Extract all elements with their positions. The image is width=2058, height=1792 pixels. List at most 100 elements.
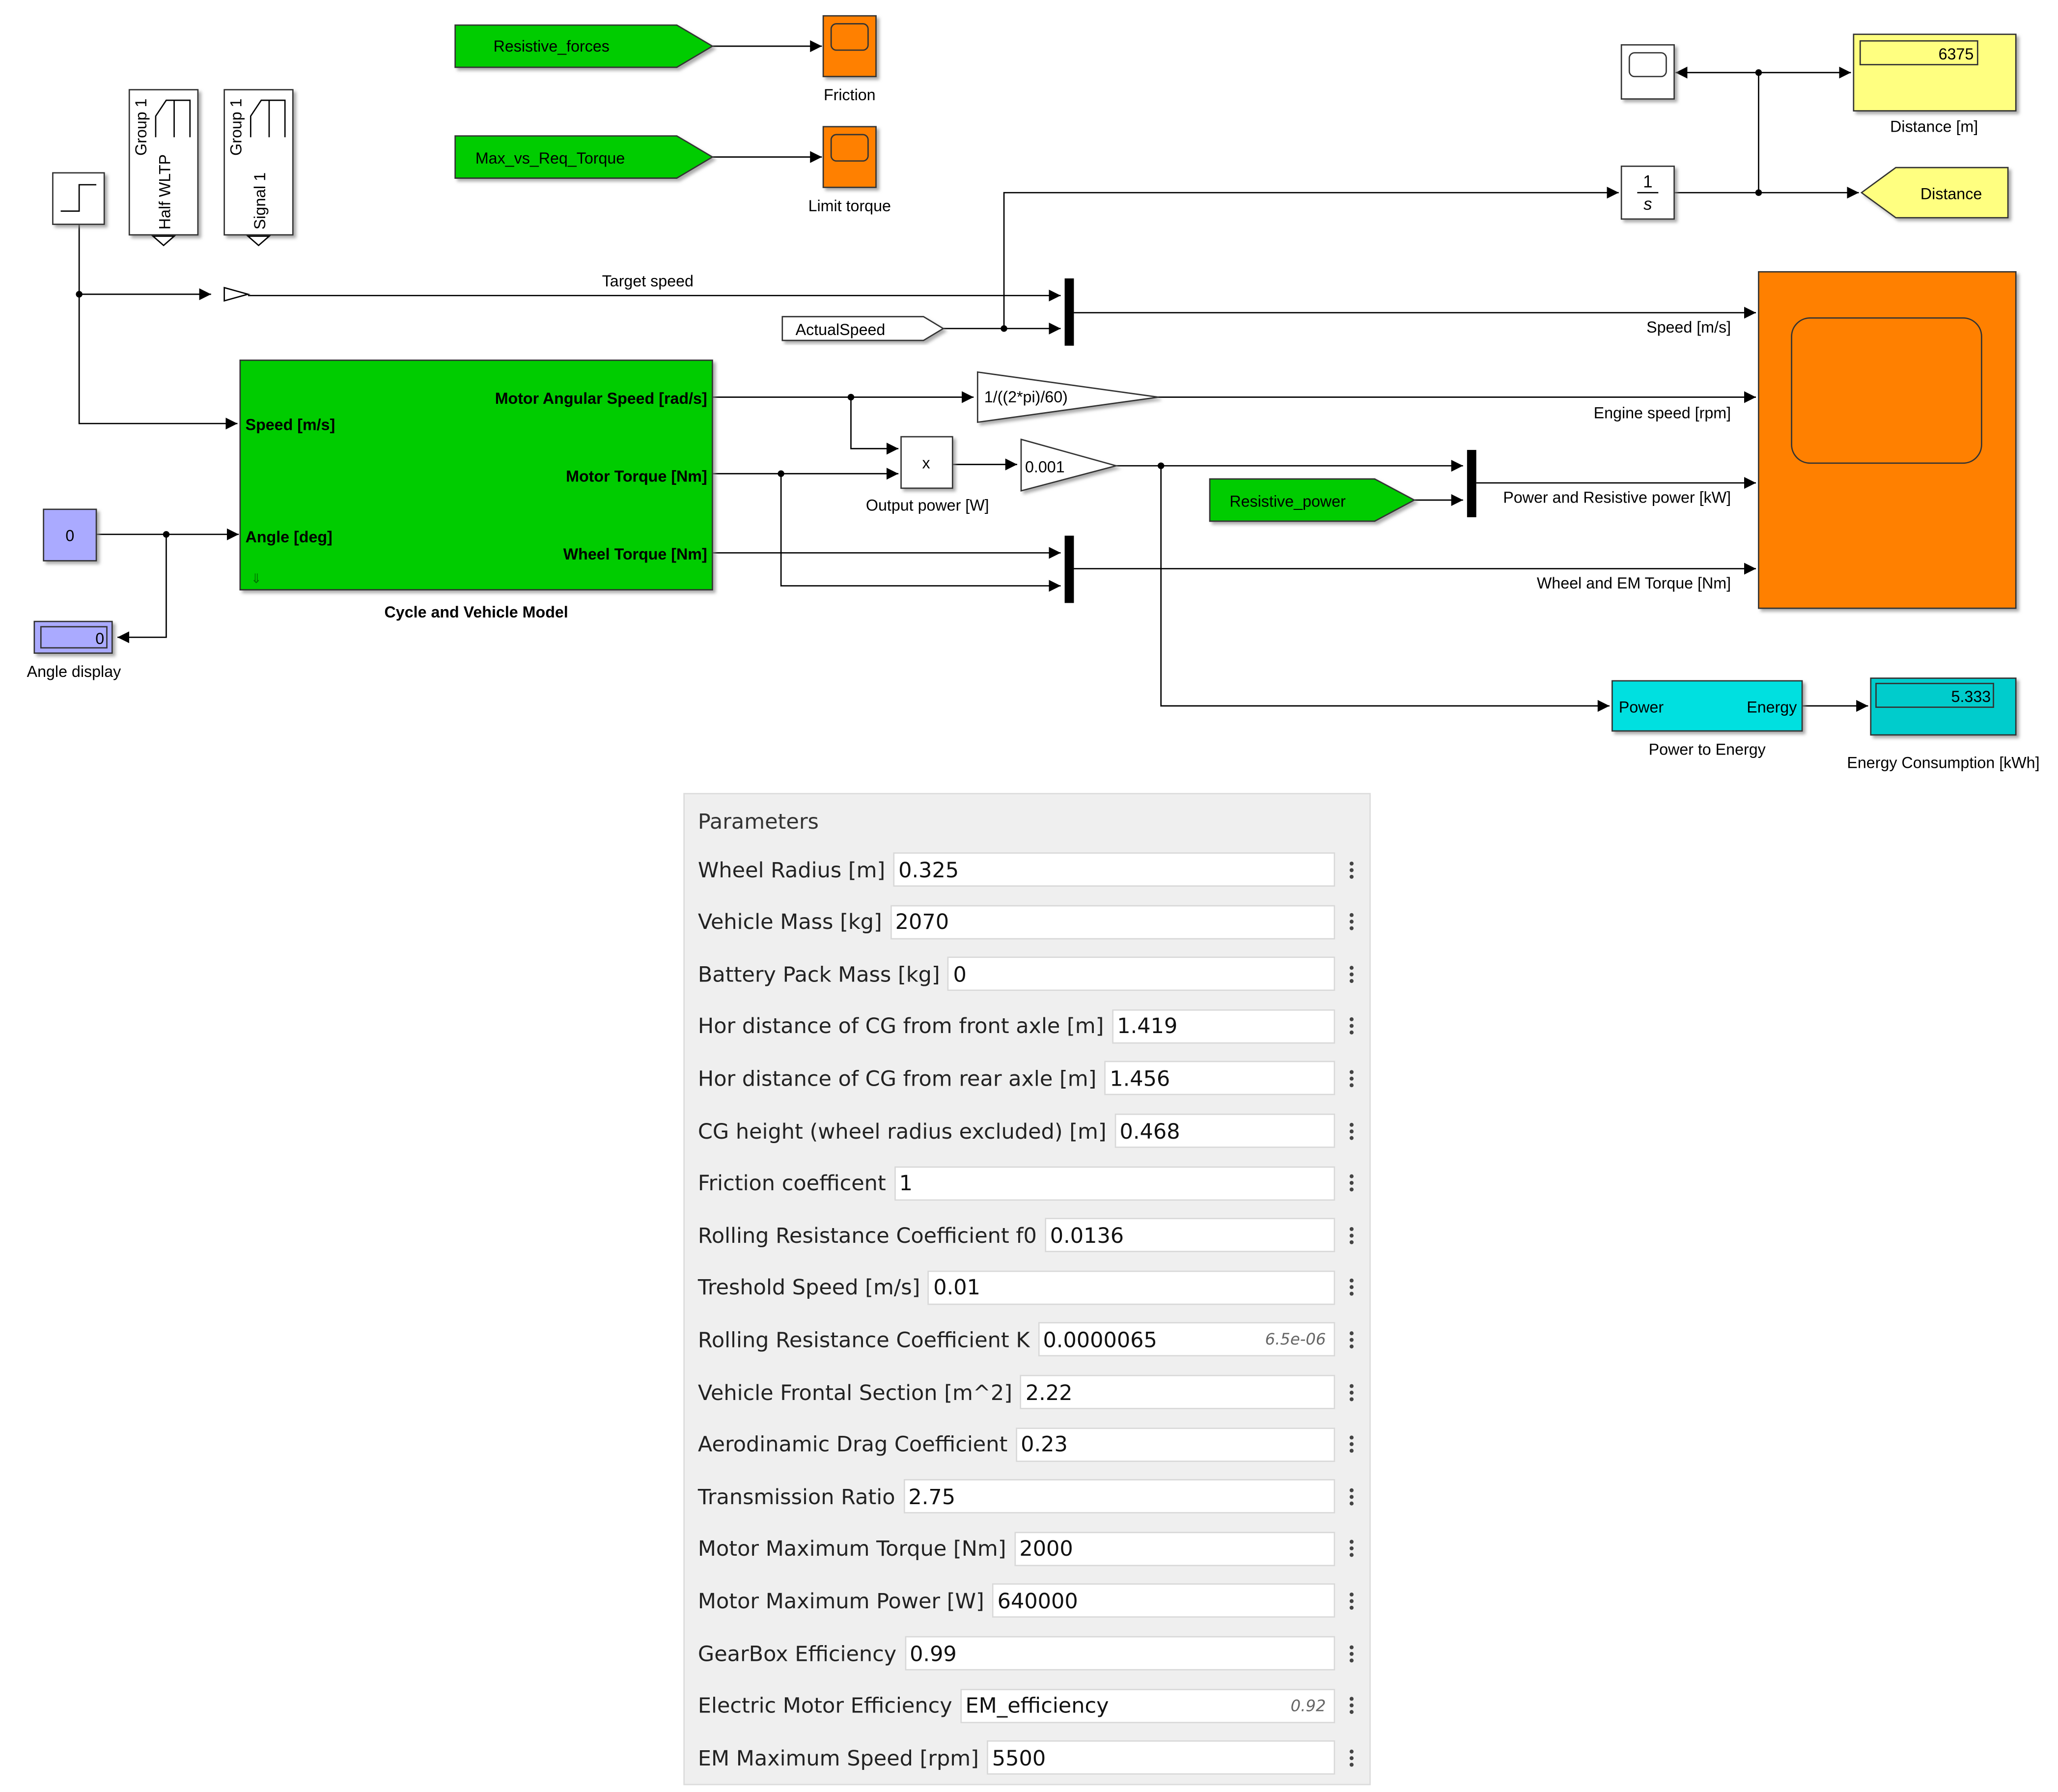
product-label: Output power [W] [866,496,989,514]
parameter-row: Wheel Radius [m]0.325 [698,851,1359,888]
gain-rpm-block[interactable]: 1/((2*pi)/60) [976,371,1159,423]
from-resistive-forces[interactable]: Resistive_forces [454,24,714,68]
more-options-icon[interactable] [1343,1637,1359,1669]
scope-limit-torque[interactable]: Limit torque [808,126,891,215]
parameter-value: 1.456 [1110,1065,1170,1092]
subsystem-out-angular-speed: Motor Angular Speed [rad/s] [495,390,707,407]
parameter-value: 2.22 [1025,1379,1073,1405]
parameter-value: 2.75 [908,1484,956,1509]
distance-display-block[interactable]: 6375 Distance [m] [1853,33,2017,136]
mux-speed[interactable] [1064,278,1074,346]
parameter-value-field[interactable]: 2000 [1014,1531,1335,1566]
step-block[interactable] [52,172,105,225]
parameter-label: Vehicle Frontal Section [m^2] [697,1379,1012,1405]
branch-points [76,69,1762,538]
parameters-title: Parameters [697,809,819,834]
cycle-vehicle-subsystem[interactable]: Speed [m/s] Angle [deg] Motor Angular Sp… [239,359,713,590]
rate-transition-block[interactable] [223,286,250,302]
distance-display-value: 6375 [1939,45,1974,63]
from-resistive-power[interactable]: Resistive_power [1209,478,1416,522]
parameter-value: EM_efficiency [965,1693,1109,1718]
signal-builder-signal-1[interactable]: Group 1 Signal 1 [223,89,294,247]
parameter-value: 5500 [992,1745,1046,1770]
sig-builder-1-group: Group 1 [132,99,150,156]
power-to-energy-out: Energy [1747,698,1797,716]
scope-friction[interactable]: Friction [822,15,877,104]
parameter-value-field[interactable]: 1.419 [1112,1009,1335,1044]
scope-distance[interactable] [1620,44,1675,100]
mux-torque[interactable] [1064,535,1074,603]
step-icon [60,184,97,212]
sig-builder-2-signal: Signal 1 [251,172,269,229]
parameter-value-field[interactable]: 0.23 [1015,1427,1335,1461]
goto-distance[interactable]: Distance [1860,167,2009,219]
more-options-icon[interactable] [1343,1533,1359,1565]
simulink-diagram: Resistive_forces Max_vs_Req_Torque Frict… [27,15,2040,772]
parameter-value-field[interactable]: 1.456 [1104,1061,1335,1096]
parameter-value-field[interactable]: 1 [893,1166,1335,1201]
product-block[interactable]: x Output power [W] [866,436,989,514]
more-options-icon[interactable] [1343,1167,1359,1199]
subsystem-in-speed: Speed [m/s] [246,416,335,434]
goto-distance-label: Distance [1920,185,1982,203]
parameter-value-field[interactable]: 0.468 [1114,1113,1335,1148]
from-actual-speed[interactable]: ActualSpeed [781,316,945,341]
parameter-value-field[interactable]: 0.99 [904,1636,1335,1671]
parameter-label: Electric Motor Efficiency [697,1693,952,1718]
signal-builder-half-wltp[interactable]: Group 1 Half WLTP [128,89,199,247]
scope-signal-engine-speed: Engine speed [rpm] [1594,404,1731,421]
subsystem-title: Cycle and Vehicle Model [385,603,568,621]
parameter-value-field[interactable]: 0.0136 [1045,1218,1335,1253]
parameter-label: Transmission Ratio [697,1484,895,1509]
target-speed-label: Target speed [602,272,694,290]
resistive-power-label: Resistive_power [1229,492,1346,510]
more-options-icon[interactable] [1343,854,1359,885]
parameter-value-field[interactable]: 640000 [992,1584,1335,1619]
sig-builder-2-group: Group 1 [227,99,245,156]
more-options-icon[interactable] [1343,1376,1359,1407]
parameter-value: 0.0136 [1050,1223,1124,1248]
parameter-value-field[interactable]: 5500 [987,1740,1335,1775]
constant-angle-block[interactable]: 0 [43,508,97,561]
mux-power[interactable] [1467,449,1476,517]
parameter-row: CG height (wheel radius excluded) [m]0.4… [698,1112,1359,1149]
power-to-energy-block[interactable]: Power Energy Power to Energy [1611,680,1803,758]
more-options-icon[interactable] [1343,958,1359,990]
subsystem-arrow-icon: ⇓ [250,571,262,586]
parameter-row: Transmission Ratio 2.75 [698,1478,1359,1515]
from-max-vs-req-torque[interactable]: Max_vs_Req_Torque [454,135,714,179]
integrator-block[interactable]: 1 s [1620,166,1675,220]
more-options-icon[interactable] [1343,1585,1359,1617]
angle-display-value: 0 [95,630,104,647]
parameter-value-field[interactable]: 0 [947,956,1335,991]
more-options-icon[interactable] [1343,1742,1359,1773]
scope-main[interactable] [1758,271,2017,609]
more-options-icon[interactable] [1343,1481,1359,1512]
more-options-icon[interactable] [1343,906,1359,937]
more-options-icon[interactable] [1343,1690,1359,1721]
more-options-icon[interactable] [1343,1219,1359,1251]
more-options-icon[interactable] [1343,1115,1359,1147]
more-options-icon[interactable] [1343,1063,1359,1094]
angle-display-block[interactable]: 0 Angle display [27,620,122,680]
gain-kw-block[interactable]: 0.001 [1020,438,1119,492]
parameter-value-field[interactable]: 0.01 [928,1270,1335,1305]
more-options-icon[interactable] [1343,1272,1359,1303]
more-options-icon[interactable] [1343,1324,1359,1355]
from-resistive-forces-label: Resistive_forces [494,37,610,55]
parameter-label: Friction coefficent [697,1170,886,1196]
parameter-value: 0.325 [898,857,959,882]
parameter-label: Treshold Speed [m/s] [697,1275,920,1300]
more-options-icon[interactable] [1343,1428,1359,1460]
parameter-label: Battery Pack Mass [kg] [697,961,940,987]
parameter-value-field[interactable]: 2.75 [903,1479,1335,1514]
parameter-value: 2000 [1019,1536,1073,1562]
more-options-icon[interactable] [1343,1010,1359,1042]
parameter-value-field[interactable]: 2.22 [1020,1374,1335,1409]
energy-display-block[interactable]: 5.333 Energy Consumption [kWh] [1847,677,2040,772]
parameter-value-field[interactable]: 2070 [890,904,1335,939]
parameter-value-field[interactable]: 0.325 [893,852,1335,887]
